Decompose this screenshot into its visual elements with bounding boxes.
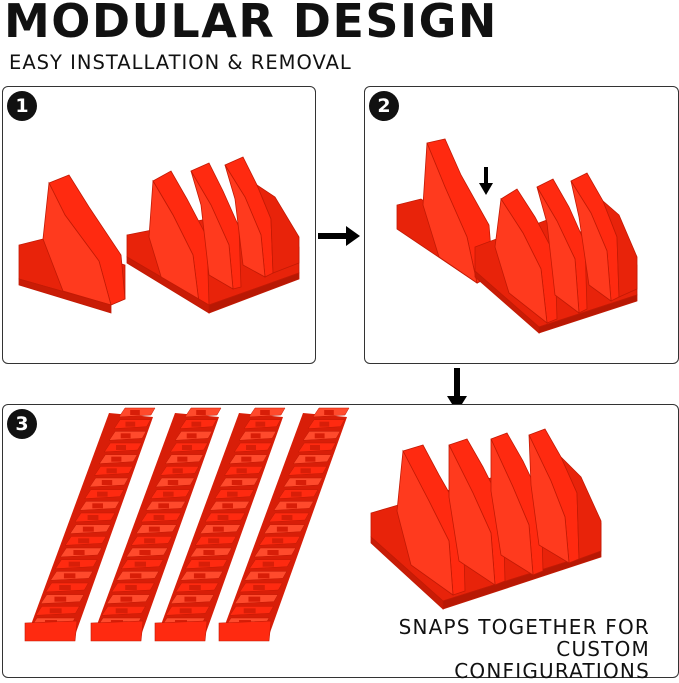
step-1-panel: 1 — [2, 86, 316, 364]
socket-rail-strips — [24, 407, 350, 642]
step-1-badge: 1 — [7, 91, 37, 121]
quad-holder-illustration — [370, 428, 602, 610]
step-1-product-illustration — [18, 156, 300, 314]
step-2-product-illustration — [396, 138, 638, 334]
socket-rail-strip — [218, 407, 350, 642]
socket-rail-strip — [24, 407, 156, 642]
step-2-panel: 2 — [364, 86, 679, 364]
feature-caption: SNAPS TOGETHER FOR CUSTOM CONFIGURATIONS — [310, 616, 650, 682]
step-3-product-illustration — [24, 407, 602, 642]
page-title: MODULAR DESIGN — [4, 0, 498, 48]
arrow-right-icon — [318, 226, 360, 246]
caption-line-1: SNAPS TOGETHER FOR CUSTOM — [398, 615, 650, 661]
step-3-badge: 3 — [7, 409, 37, 439]
socket-rail-strip — [90, 407, 222, 642]
socket-rail-strip — [154, 407, 286, 642]
step-3-panel: 3 — [2, 404, 679, 678]
caption-line-2: CONFIGURATIONS — [454, 659, 650, 683]
arrow-down-small-icon — [479, 167, 493, 195]
step-2-badge: 2 — [369, 91, 399, 121]
page-subtitle: EASY INSTALLATION & REMOVAL — [9, 51, 352, 74]
